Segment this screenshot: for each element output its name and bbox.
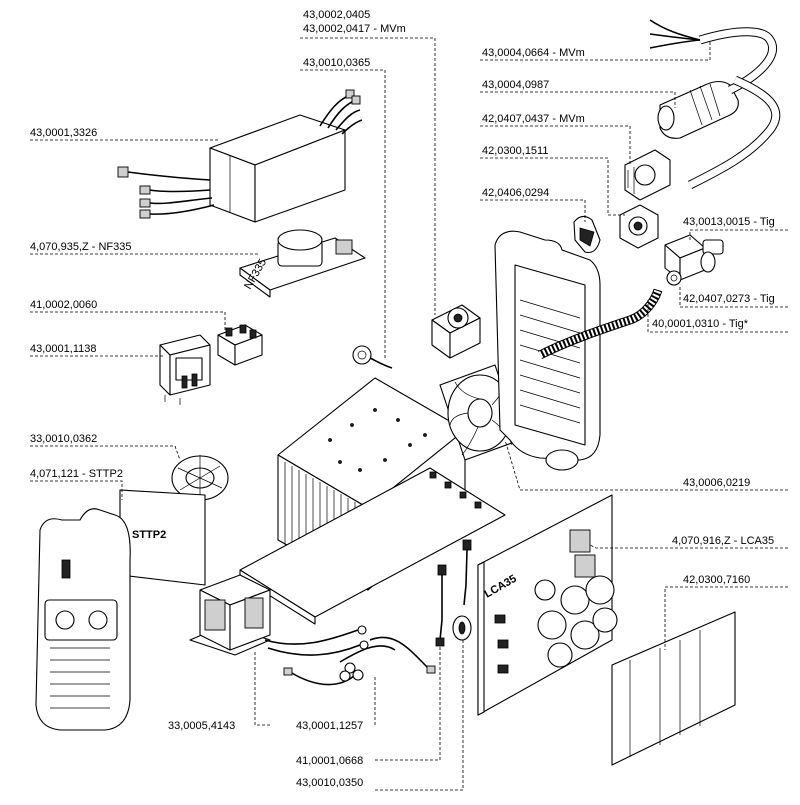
leader-lines <box>30 37 788 791</box>
cable-gland <box>624 149 671 201</box>
callout-label: 4,070,935,Z - NF335 <box>30 241 132 253</box>
callout-label: 43,0001,1257 <box>296 720 363 732</box>
callout-label: 42,0406,0294 <box>482 187 549 199</box>
sttp2-board-label: STTP2 <box>132 529 166 541</box>
callout-label: 43,0001,1138 <box>30 343 96 355</box>
callout-label: 43,0001,3326 <box>30 127 97 139</box>
callout-label: 43,0002,0417 - MVm <box>303 23 406 35</box>
callout-label: 42,0300,1511 <box>482 145 548 157</box>
gas-hose <box>537 288 663 360</box>
rear-panel-housing <box>494 230 601 471</box>
toroid-core <box>171 455 229 501</box>
relay-41-0002-0060 <box>217 324 263 366</box>
callout-label: 42,0407,0437 - MVm <box>482 113 585 125</box>
callout-label: 43,0006,0219 <box>683 477 750 489</box>
mains-cable <box>649 19 781 190</box>
callout-label: 43,0010,0365 <box>303 57 370 69</box>
mains-plug <box>657 80 739 139</box>
callout-label: 41,0001,0668 <box>296 755 363 767</box>
main-transformer <box>189 574 369 656</box>
cable-gland-nut <box>619 204 659 249</box>
filter-choke-box <box>117 89 363 223</box>
thermal-sensor <box>352 345 393 369</box>
callout-labels: 43,0002,0405 43,0002,0417 - MVm 43,0010,… <box>30 9 775 789</box>
callout-label: 43,0013,0015 - Tig <box>683 216 775 228</box>
wire-harness <box>283 636 436 686</box>
callout-label: 40,0001,0310 - Tig* <box>652 318 749 330</box>
callout-label: 42,0300,7160 <box>683 574 750 586</box>
callout-label: 4,070,916,Z - LCA35 <box>672 535 774 547</box>
gas-solenoid-valve <box>664 234 724 281</box>
callout-label: 43,0004,0987 <box>482 79 549 91</box>
cover-sheet <box>611 611 736 766</box>
callout-label: 42,0407,0273 - Tig <box>683 293 775 305</box>
callout-label: 4,071,121 - STTP2 <box>30 468 123 480</box>
strain-relief-clamp <box>573 215 601 254</box>
nf335-filter-board: NF335 <box>239 229 366 298</box>
callout-label: 41,0002,0060 <box>30 299 97 311</box>
main-switch <box>431 304 481 359</box>
auxiliary-transformer <box>159 334 211 405</box>
sttp2-board: STTP2 <box>119 489 206 586</box>
callout-label: 43,0004,0664 - MVm <box>482 47 585 59</box>
o-ring <box>666 270 682 286</box>
lca35-board: LCA35 <box>477 494 618 716</box>
callout-label: 33,0010,0362 <box>30 433 97 445</box>
callout-label: 43,0010,0350 <box>296 777 363 789</box>
main-pcb <box>239 467 506 625</box>
callout-label: 43,0002,0405 <box>303 9 370 21</box>
front-panel-housing <box>35 508 131 731</box>
connector-cable-set <box>435 539 472 647</box>
callout-label: 33,0005,4143 <box>168 720 235 732</box>
